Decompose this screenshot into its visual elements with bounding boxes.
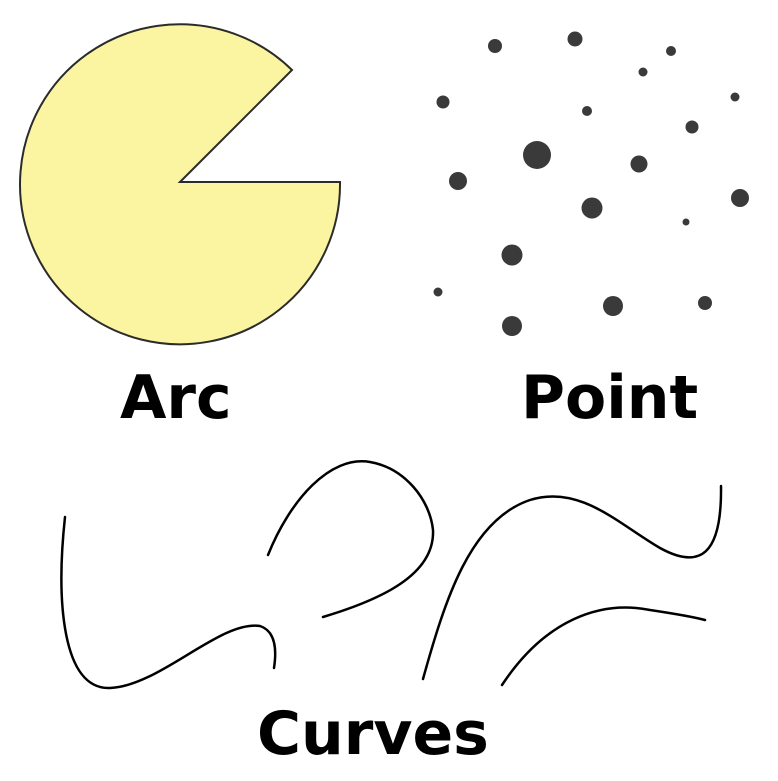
curve-3 xyxy=(421,484,723,681)
point-dot xyxy=(501,244,523,266)
point-dot xyxy=(582,106,592,116)
curve-2 xyxy=(266,460,435,619)
point-dot xyxy=(682,218,690,226)
arc-shape-group xyxy=(19,23,342,346)
point-dot xyxy=(698,296,712,310)
curves-label: Curves xyxy=(257,699,489,769)
point-dot xyxy=(638,67,648,77)
curves-group xyxy=(60,460,723,690)
point-dot xyxy=(436,95,450,109)
point-dot xyxy=(567,31,583,47)
point-dot xyxy=(502,316,522,336)
curve-4 xyxy=(500,606,707,687)
point-dot xyxy=(731,189,749,207)
point-dot xyxy=(433,287,443,297)
point-dot xyxy=(666,46,676,56)
point-dot xyxy=(630,155,648,173)
point-dot xyxy=(488,39,502,53)
arc-shape xyxy=(19,23,342,346)
point-dot xyxy=(581,197,603,219)
point-label: Point xyxy=(521,363,699,433)
point-dot xyxy=(523,141,551,169)
point-dot xyxy=(449,172,467,190)
curve-1 xyxy=(60,515,277,690)
arc-label: Arc xyxy=(120,363,232,433)
point-dot xyxy=(603,296,623,316)
point-dot xyxy=(685,120,699,134)
point-dot xyxy=(730,92,740,102)
point-cluster xyxy=(433,31,749,336)
